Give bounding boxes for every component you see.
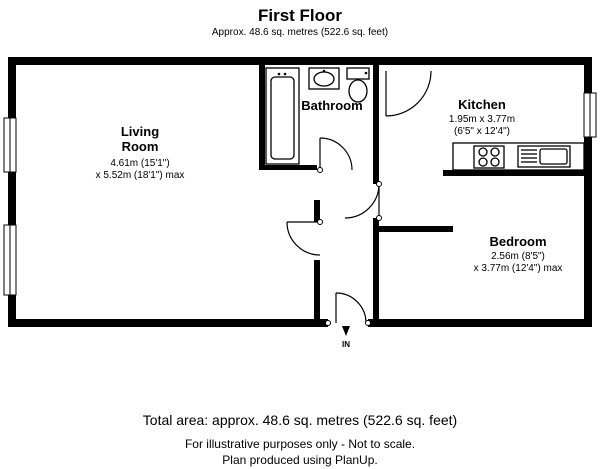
disclaimer: For illustrative purposes only - Not to … — [184, 437, 416, 451]
living-room-name-line1: Living — [120, 124, 160, 139]
wall-hall-right-a — [373, 170, 379, 184]
wall-hall-left-b — [314, 260, 320, 319]
bedroom-dim2: x 3.77m (12'4") max — [473, 263, 563, 274]
wall-bath-kitchen — [373, 65, 379, 170]
outer-wall-left — [8, 57, 16, 327]
credit: Plan produced using PlanUp. — [222, 453, 378, 467]
wall-living-bath — [259, 65, 265, 170]
outer-wall-right — [584, 57, 592, 327]
wall-hall-left-a — [314, 200, 320, 222]
kitchen-dim2: (6'5" x 12'4") — [454, 126, 510, 137]
outer-wall-bottom-right — [368, 319, 592, 327]
bathroom-name: Bathroom — [301, 98, 363, 113]
bathtub — [265, 67, 300, 165]
entrance-arrow-icon — [342, 326, 350, 336]
living-room-dim1: 4.61m (15'1") — [110, 158, 170, 169]
plan-subtitle: Approx. 48.6 sq. metres (522.6 sq. feet) — [211, 27, 389, 38]
outer-wall-top — [8, 57, 592, 65]
wall-hall-right-b — [373, 218, 379, 319]
kitchen-name: Kitchen — [458, 97, 506, 112]
bedroom-dim1: 2.56m (8'5") — [491, 251, 545, 262]
outer-wall-bottom-left — [8, 319, 328, 327]
door-kitchen — [385, 70, 432, 117]
wall-bath-bottom-left — [259, 165, 317, 170]
entrance-label: IN — [342, 340, 350, 349]
door-bedroom — [344, 183, 380, 219]
total-area: Total area: approx. 48.6 sq. metres (522… — [142, 412, 458, 428]
kitchen-dim1: 1.95m x 3.77m — [448, 114, 516, 125]
kitchen-counter — [452, 142, 585, 171]
door-bathroom — [319, 137, 353, 171]
plan-title: First Floor — [257, 6, 343, 25]
living-room-name-line2: Room — [121, 139, 159, 154]
bedroom-name: Bedroom — [489, 234, 547, 249]
wall-kitchen-bedroom — [443, 170, 584, 176]
wall-bedroom-top — [379, 226, 453, 232]
living-room-dim2: x 5.52m (18'1") max — [95, 170, 185, 181]
door-living — [286, 221, 321, 256]
kitchen-sink — [517, 145, 571, 168]
hob — [473, 145, 505, 169]
door-entrance — [335, 292, 367, 324]
toilet — [346, 67, 370, 103]
